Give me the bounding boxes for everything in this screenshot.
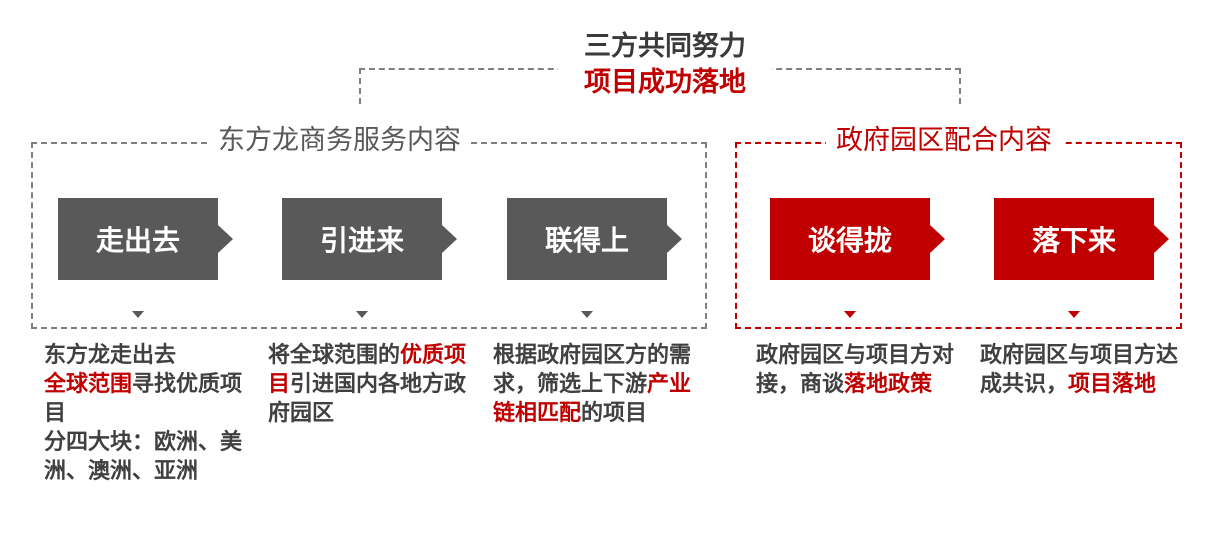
- arrow-notch-icon: [442, 225, 457, 253]
- step-label: 落下来: [1031, 224, 1116, 257]
- description-text: 政府园区与项目方对接，商谈: [756, 343, 955, 397]
- highlight-text: 产业链相匹配: [493, 372, 692, 426]
- step-label: 联得上: [544, 224, 629, 257]
- step-label: 引进来: [319, 224, 404, 257]
- description-text: 政府园区与项目方达成共识，: [980, 343, 1179, 397]
- caret-down-icon: [356, 311, 368, 318]
- header-subtitle: 项目成功落地: [584, 67, 746, 98]
- highlight-text: 落地政策: [844, 372, 933, 397]
- step-description: 将全球范围的优质项目引进国内各地方政府园区: [268, 341, 483, 428]
- description-text: 东方龙走出去: [44, 343, 177, 368]
- description-text: 寻找优质项目 分四大块：欧洲、美洲、澳洲、亚洲: [44, 372, 243, 484]
- highlight-text: 项目落地: [1068, 372, 1157, 397]
- step-description: 东方龙走出去 全球范围寻找优质项目 分四大块：欧洲、美洲、澳洲、亚洲: [44, 341, 249, 486]
- description-text: 的项目: [581, 401, 648, 426]
- step-description: 政府园区与项目方对接，商谈落地政策: [756, 341, 971, 399]
- header-title: 三方共同努力: [584, 31, 746, 62]
- step-box-5: 落下来: [994, 198, 1154, 280]
- description-text: 根据政府园区方的需求，筛选上下游: [493, 343, 692, 397]
- arrow-notch-icon: [1154, 225, 1169, 253]
- arrow-notch-icon: [930, 225, 945, 253]
- step-box-3: 联得上: [507, 198, 667, 280]
- arrow-notch-icon: [218, 225, 233, 253]
- description-text: 引进国内各地方政府园区: [268, 372, 467, 426]
- service-group-title: 东方龙商务服务内容: [208, 124, 471, 158]
- highlight-text: 全球范围: [44, 372, 133, 397]
- arrow-notch-icon: [667, 225, 682, 253]
- caret-down-icon: [1068, 311, 1080, 318]
- caret-down-icon: [844, 311, 856, 318]
- highlight-text: 优质项目: [268, 343, 467, 397]
- step-box-2: 引进来: [282, 198, 442, 280]
- step-box-4: 谈得拢: [770, 198, 930, 280]
- government-group-title: 政府园区配合内容: [826, 124, 1062, 158]
- description-text: 将全球范围的: [268, 343, 401, 368]
- step-label: 谈得拢: [807, 224, 892, 257]
- step-box-1: 走出去: [58, 198, 218, 280]
- step-description: 根据政府园区方的需求，筛选上下游产业链相匹配的项目: [493, 341, 708, 428]
- caret-down-icon: [132, 311, 144, 318]
- step-label: 走出去: [95, 224, 180, 257]
- caret-down-icon: [581, 311, 593, 318]
- step-description: 政府园区与项目方达成共识，项目落地: [980, 341, 1195, 399]
